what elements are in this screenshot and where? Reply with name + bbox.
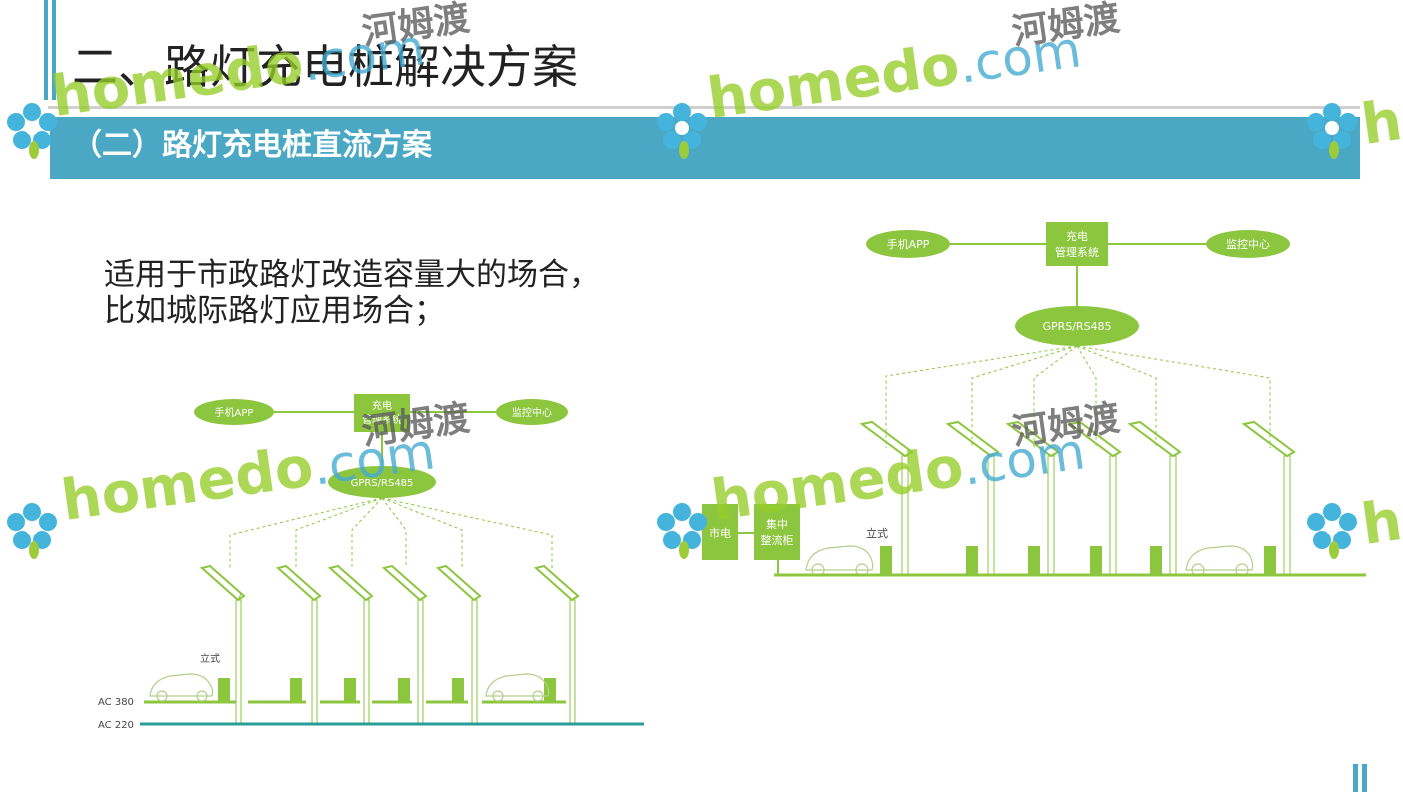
monitor-label: 监控中心 (512, 406, 552, 419)
ac220-label: AC 220 (98, 720, 134, 731)
car-icon (485, 673, 550, 702)
section-title: （二）路灯充电桩直流方案 (72, 128, 432, 163)
car-icon (149, 673, 214, 702)
monitor-label: 监控中心 (1226, 237, 1270, 251)
watermark-brand: home (1358, 493, 1403, 554)
watermark-brand-cn: 河姆渡 (1009, 0, 1123, 54)
left-radio-links (229, 497, 553, 568)
app-node (866, 230, 950, 258)
ac380-label: AC 380 (98, 697, 134, 708)
right-street-lights (859, 420, 1296, 575)
title-divider (48, 106, 1360, 109)
watermark-flower-icon (7, 103, 57, 159)
mgmt-label-2: 管理系统 (1055, 245, 1099, 259)
gprs-node (1015, 306, 1139, 346)
watermark-flower-icon (657, 503, 707, 559)
app-label: 手机APP (887, 237, 930, 251)
mgmt-node (354, 394, 410, 432)
description-line-1: 适用于市政路灯改造容量大的场合， (104, 257, 600, 293)
car-icon (1185, 545, 1254, 577)
right-chargers (880, 546, 1276, 574)
corner-mark (1353, 764, 1369, 792)
gprs-label: GPRS/RS485 (1042, 320, 1111, 333)
watermark-flower-icon (7, 503, 57, 559)
rectifier-label-2: 整流柜 (761, 533, 794, 547)
watermark-flower-icon (1307, 103, 1357, 159)
description: 适用于市政路灯改造容量大的场合， 比如城际路灯应用场合； (104, 257, 600, 329)
left-street-lights (199, 564, 580, 725)
street-light (533, 564, 580, 725)
gprs-node (328, 466, 436, 498)
right-radio-links (885, 345, 1271, 448)
header-accent-bar-1 (44, 0, 48, 100)
diagram-right: 手机APP 充电 管理系统 监控中心 GPRS/RS485 (700, 218, 1370, 588)
rectifier-label-1: 集中 (766, 517, 788, 531)
watermark-flower-icon (657, 103, 707, 159)
standing-label: 立式 (866, 526, 888, 540)
standing-label: 立式 (200, 652, 220, 665)
rectifier-node (754, 504, 800, 560)
watermark-brand: home (1358, 93, 1403, 154)
gprs-label: GPRS/RS485 (351, 478, 414, 489)
diagram-right-svg: 手机APP 充电 管理系统 监控中心 GPRS/RS485 (702, 222, 1366, 577)
app-label: 手机APP (215, 406, 254, 419)
description-line-2: 比如城际路灯应用场合； (104, 293, 445, 329)
left-chargers (218, 678, 556, 702)
mgmt-node (1046, 222, 1108, 266)
monitor-node (1206, 230, 1290, 258)
grid-node (702, 504, 738, 560)
diagram-left: 手机APP 充电 管理系统 监控中心 GPRS/RS485 (90, 390, 650, 735)
watermark-flower-icon (1307, 503, 1357, 559)
diagram-left-svg: 手机APP 充电 管理系统 监控中心 GPRS/RS485 (98, 394, 644, 731)
car-icon (805, 545, 874, 577)
page-title: 二、路灯充电桩解决方案 (72, 40, 578, 94)
monitor-node (496, 399, 568, 425)
app-node (194, 399, 274, 425)
mgmt-label-1: 充电 (372, 399, 392, 412)
mgmt-label-2: 管理系统 (362, 413, 402, 426)
header-accent-bar-2 (52, 0, 56, 100)
grid-label: 市电 (709, 526, 731, 540)
mgmt-label-1: 充电 (1066, 229, 1088, 243)
